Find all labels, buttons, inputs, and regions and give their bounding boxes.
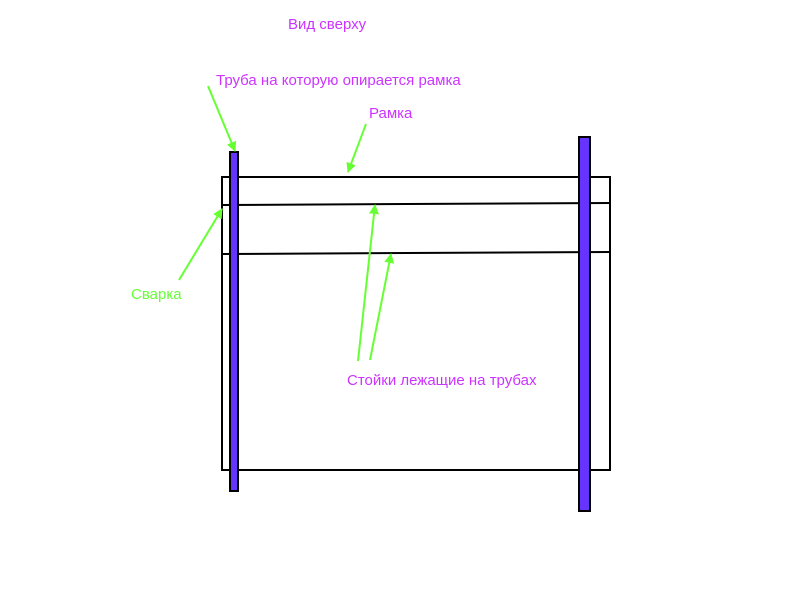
frame-rect — [221, 176, 611, 471]
pipe-label: Труба на которую опирается рамка — [216, 72, 461, 89]
left-pipe — [229, 151, 239, 492]
post-line-1 — [221, 202, 611, 206]
frame-arrow — [346, 123, 367, 173]
pipe-arrow — [207, 85, 237, 152]
diagram-title: Вид сверху — [288, 16, 367, 33]
weld-label: Сварка — [131, 286, 182, 303]
posts-label: Стойки лежащие на трубах — [347, 372, 537, 389]
post-line-2 — [221, 251, 611, 255]
post-arrow-1 — [357, 204, 379, 362]
frame-label: Рамка — [369, 105, 413, 122]
weld-arrow — [178, 208, 223, 281]
right-pipe — [578, 136, 591, 512]
post-arrow-2 — [369, 253, 395, 361]
